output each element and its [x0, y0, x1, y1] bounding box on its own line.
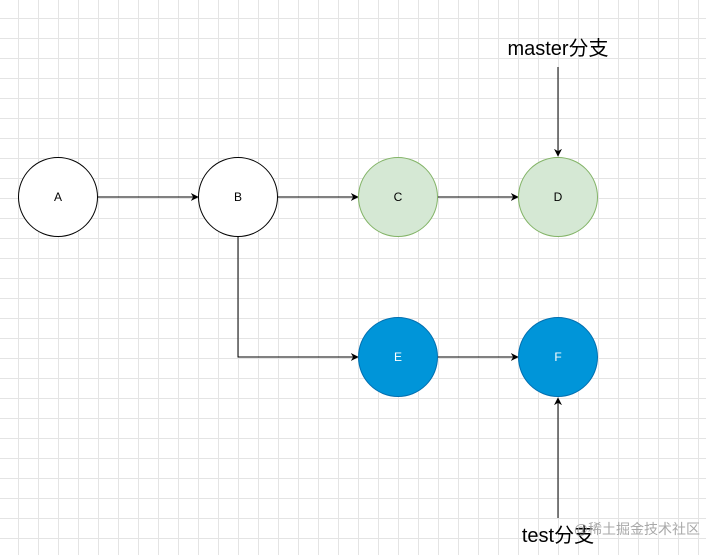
commit-node-d: D — [518, 157, 598, 237]
commit-node-f: F — [518, 317, 598, 397]
commit-node-e: E — [358, 317, 438, 397]
commit-label-e: E — [394, 350, 402, 364]
edge-b-e — [237, 237, 359, 361]
master-branch-label: master分支 — [507, 37, 608, 60]
commit-label-a: A — [54, 190, 62, 204]
commit-label-c: C — [394, 190, 403, 204]
commit-label-d: D — [554, 190, 563, 204]
commit-node-b: B — [198, 157, 278, 237]
commit-label-b: B — [234, 190, 242, 204]
commit-node-a: A — [18, 157, 98, 237]
watermark-text: @稀土掘金技术社区 — [574, 521, 700, 537]
commit-label-f: F — [554, 350, 561, 364]
commit-node-c: C — [358, 157, 438, 237]
test-branch-label: test分支 — [522, 524, 594, 547]
